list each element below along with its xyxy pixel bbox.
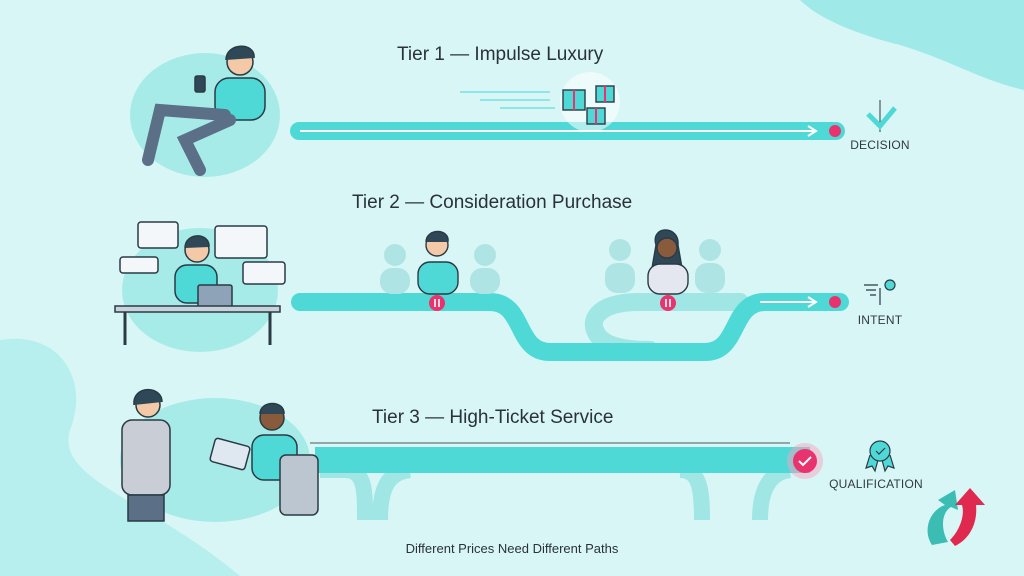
footer-caption: Different Prices Need Different Paths [405, 541, 619, 556]
thinking-woman-illustration [647, 229, 689, 295]
check-badge-icon [793, 449, 817, 473]
tier2-outcome-label: INTENT [857, 313, 903, 327]
background-blob-top-right [800, 0, 1024, 90]
tier1-speed-lines [460, 91, 555, 109]
faded-people [380, 239, 725, 294]
tier3-outcome-label: QUALIFICATION [829, 477, 923, 491]
tier3-title: Tier 3 — High-Ticket Service [372, 407, 614, 428]
tier2-arrow [760, 296, 818, 308]
award-ribbon-icon [865, 440, 895, 473]
intent-flag-icon [864, 279, 896, 305]
tier2-end-dot [829, 296, 841, 308]
pause-icon [660, 295, 676, 311]
phone-shopper-illustration [130, 45, 280, 177]
thinking-man-illustration [417, 230, 459, 295]
pause-icon [429, 295, 445, 311]
tier2-title: Tier 2 — Consideration Purchase [352, 192, 633, 213]
tier3-track [315, 447, 810, 473]
laptop-worker-illustration [114, 221, 286, 352]
tier1-title: Tier 1 — Impulse Luxury [397, 44, 604, 65]
tier1-outcome-label: DECISION [850, 138, 910, 152]
tier3-legs [320, 462, 792, 521]
tier1-end-dot [829, 125, 841, 137]
tier1-arrow [300, 125, 818, 137]
checkmark-icon [866, 100, 897, 132]
gift-icon [562, 85, 615, 125]
tier2-track [291, 293, 849, 361]
background-blob-bottom-left [0, 338, 240, 576]
brand-logo [927, 488, 985, 546]
consultation-illustration [120, 388, 319, 522]
